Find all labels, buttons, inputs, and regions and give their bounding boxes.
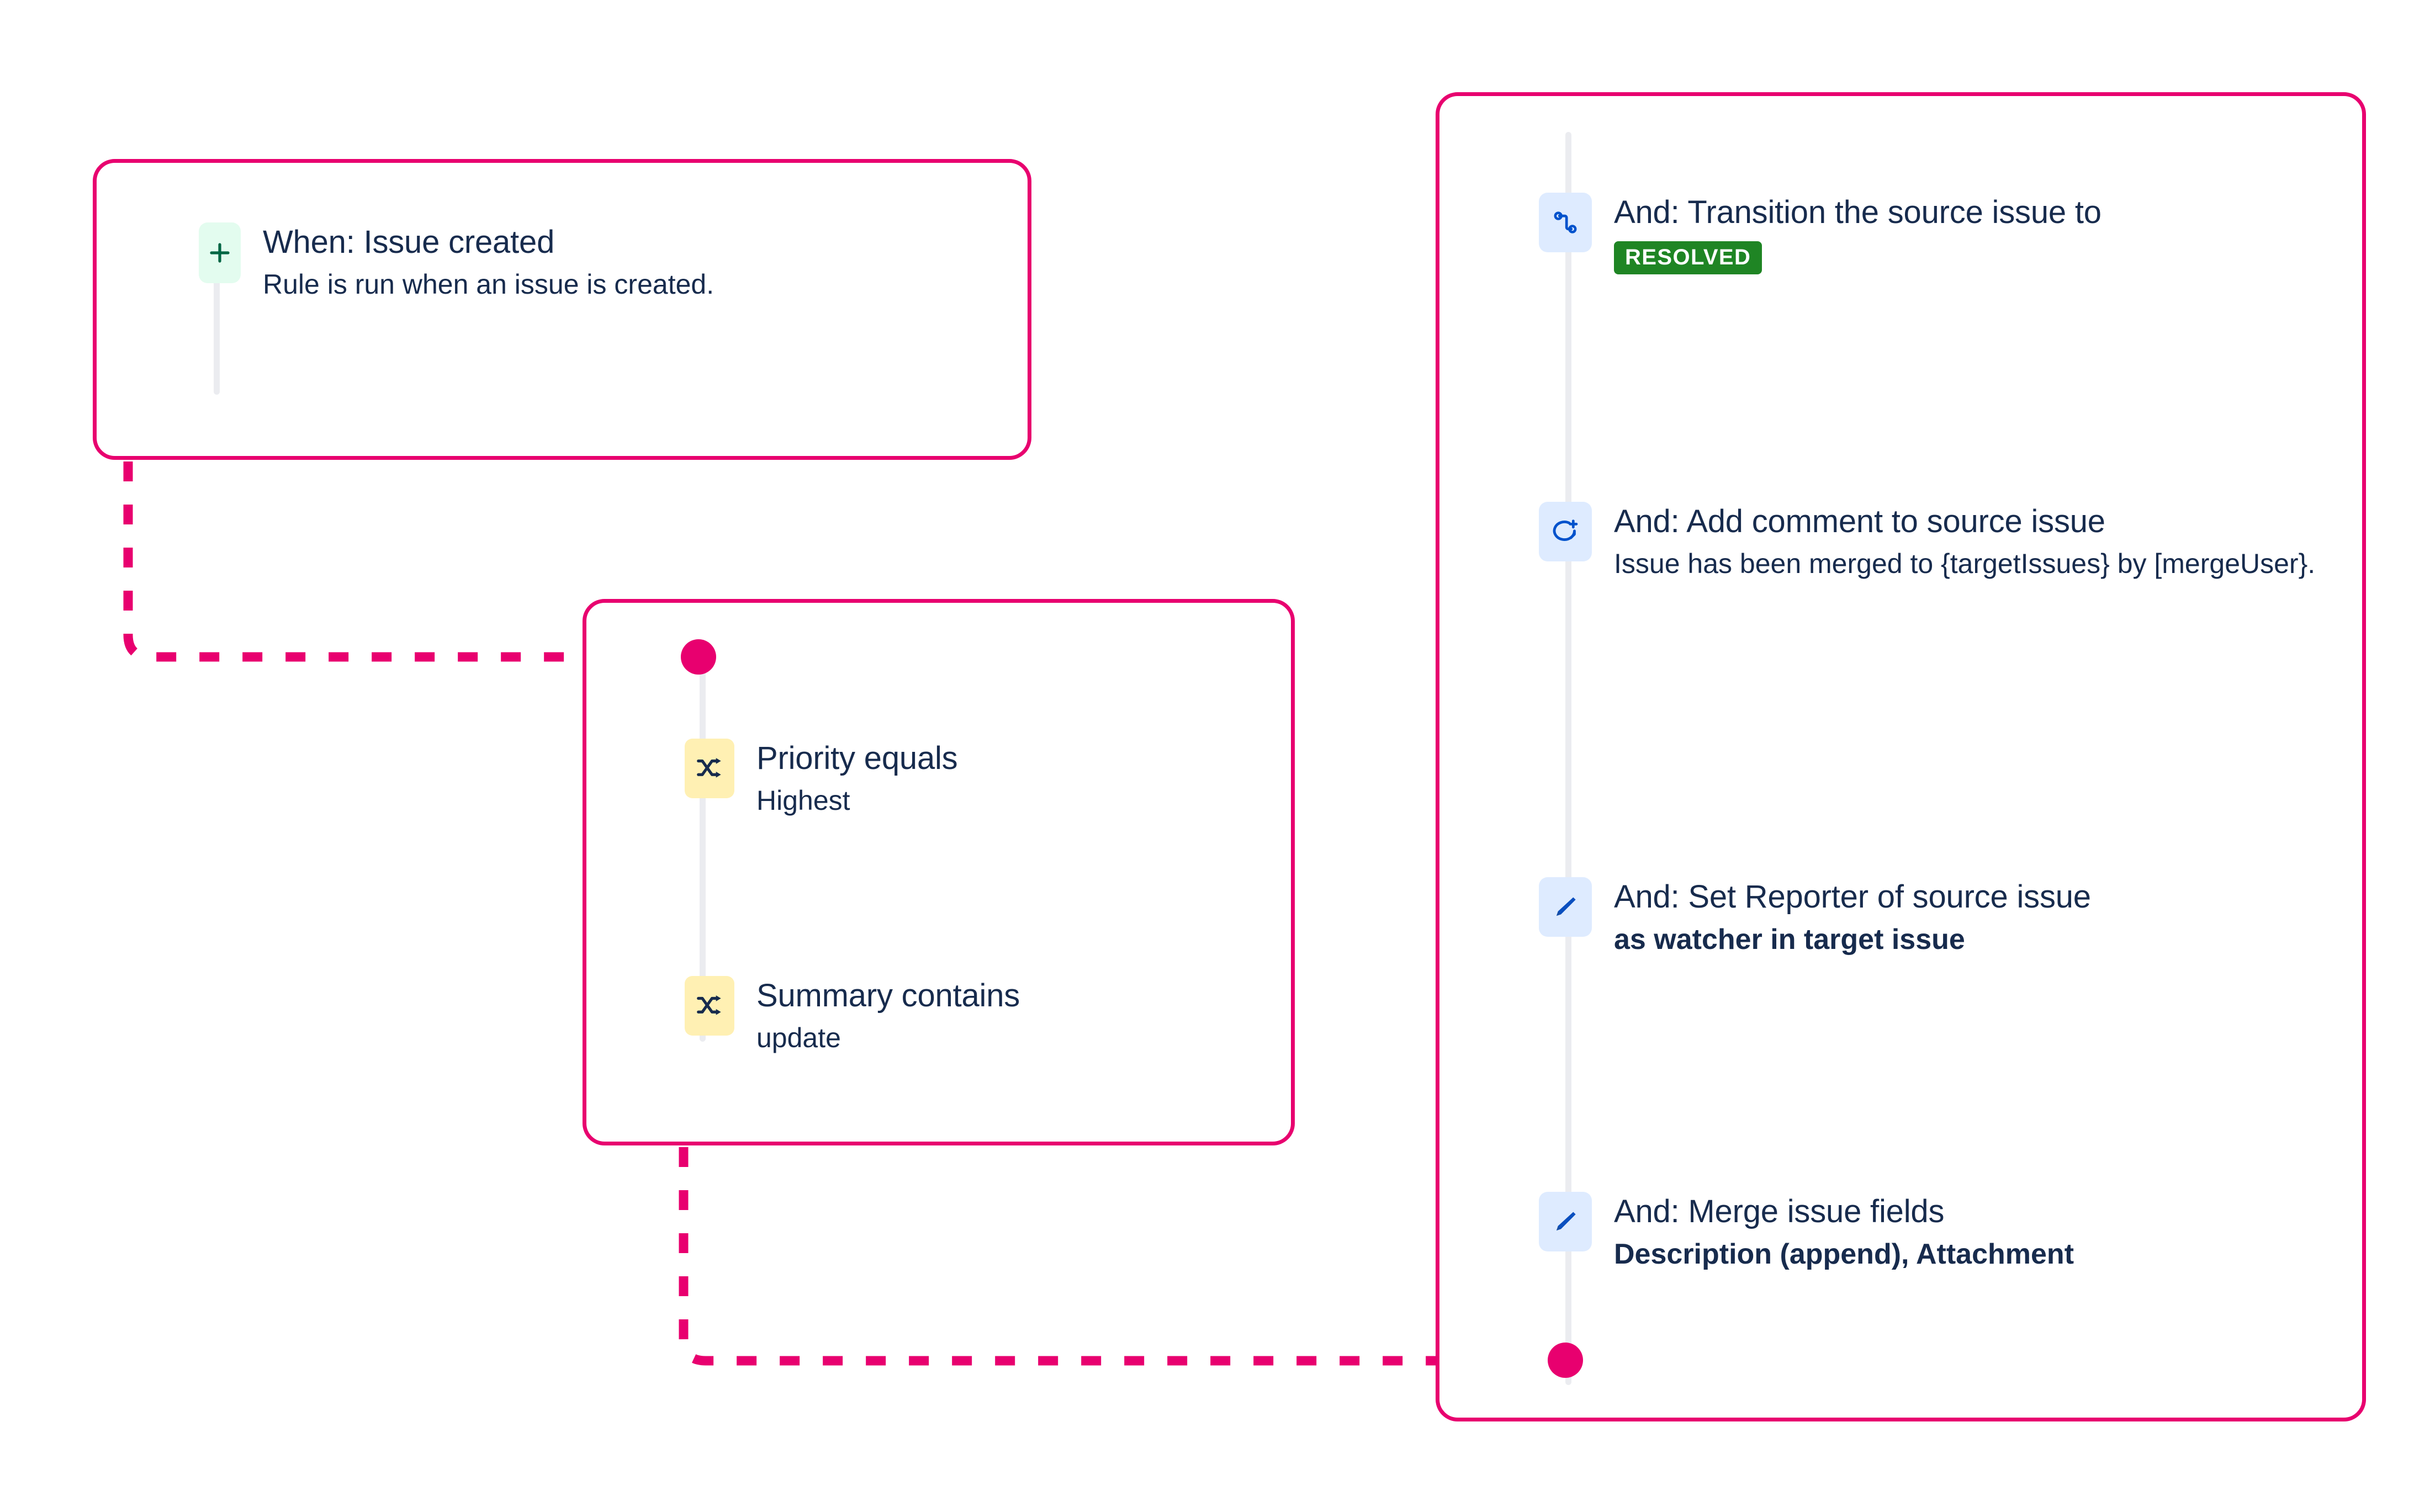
- action-row-add-comment[interactable]: And: Add comment to source issue Issue h…: [1539, 502, 2315, 580]
- trigger-text: When: Issue created Rule is run when an …: [263, 222, 714, 301]
- action-subtitle: Description (append), Attachment: [1614, 1238, 2074, 1270]
- condition-title: Priority equals: [756, 740, 958, 776]
- condition-text-summary: Summary contains update: [756, 976, 1020, 1054]
- condition-card[interactable]: Priority equals Highest Summary contains…: [583, 599, 1295, 1145]
- plus-icon: [199, 222, 241, 283]
- trigger-card[interactable]: When: Issue created Rule is run when an …: [93, 159, 1031, 460]
- action-row-set-reporter[interactable]: And: Set Reporter of source issue as wat…: [1539, 877, 2091, 957]
- action-title: And: Add comment to source issue: [1614, 503, 2105, 539]
- action-timeline: [1565, 132, 1571, 1385]
- action-row-merge-fields[interactable]: And: Merge issue fields Description (app…: [1539, 1192, 2074, 1271]
- action-text-add-comment: And: Add comment to source issue Issue h…: [1614, 502, 2315, 580]
- add-comment-icon: [1539, 502, 1592, 561]
- connector-dot-action: [1548, 1343, 1583, 1378]
- edit-icon: [1539, 877, 1592, 937]
- shuffle-icon: [685, 976, 734, 1036]
- action-text-set-reporter: And: Set Reporter of source issue as wat…: [1614, 877, 2091, 957]
- condition-subtitle: Highest: [756, 784, 850, 816]
- transition-icon: [1539, 193, 1592, 252]
- trigger-row[interactable]: When: Issue created Rule is run when an …: [199, 222, 714, 301]
- trigger-title: When: Issue created: [263, 224, 555, 260]
- action-text-transition: And: Transition the source issue to RESO…: [1614, 193, 2101, 274]
- condition-subtitle: update: [756, 1022, 841, 1053]
- status-badge: RESOLVED: [1614, 241, 1762, 274]
- action-subtitle: Issue has been merged to {targetIssues} …: [1614, 548, 2316, 579]
- action-title: And: Merge issue fields: [1614, 1193, 1945, 1229]
- action-row-transition[interactable]: And: Transition the source issue to RESO…: [1539, 193, 2101, 274]
- action-subtitle: as watcher in target issue: [1614, 923, 1965, 956]
- connector-dot-condition: [681, 639, 716, 675]
- connector-condition-to-action: [679, 1147, 1552, 1366]
- trigger-subtitle: Rule is run when an issue is created.: [263, 268, 714, 300]
- edit-icon: [1539, 1192, 1592, 1251]
- condition-text-priority: Priority equals Highest: [756, 739, 958, 817]
- action-title: And: Transition the source issue to: [1614, 194, 2101, 230]
- action-title: And: Set Reporter of source issue: [1614, 879, 2091, 915]
- action-card[interactable]: And: Transition the source issue to RESO…: [1436, 92, 2366, 1421]
- condition-row-summary[interactable]: Summary contains update: [685, 976, 1020, 1054]
- action-text-merge-fields: And: Merge issue fields Description (app…: [1614, 1192, 2074, 1271]
- condition-timeline: [700, 655, 706, 1042]
- shuffle-icon: [685, 739, 734, 798]
- condition-row-priority[interactable]: Priority equals Highest: [685, 739, 958, 817]
- trigger-timeline: [214, 229, 220, 395]
- condition-title: Summary contains: [756, 978, 1020, 1014]
